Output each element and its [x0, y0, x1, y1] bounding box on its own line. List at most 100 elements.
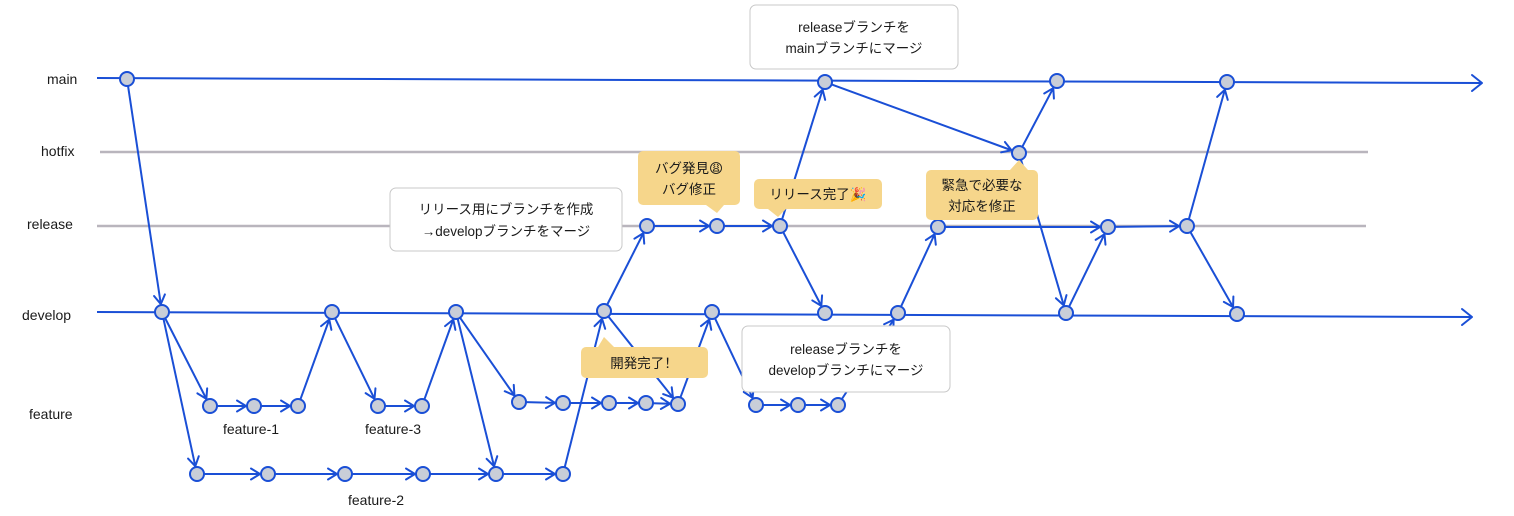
commit-node-h1: [1011, 145, 1027, 161]
commit-node-d7: [890, 305, 906, 321]
branch-label-feature-1: feature-1: [223, 421, 279, 437]
edge-d1-f1: [162, 318, 200, 468]
edge-r1-r2: [654, 219, 710, 233]
edge-h1-m3: [1021, 87, 1055, 148]
commit-node-f1: [189, 466, 205, 482]
commit-node-r1: [639, 218, 655, 234]
callout-release-to-main-line-2: mainブランチにマージ: [786, 40, 923, 56]
callout-dev-done-line-1: 開発完了！: [610, 356, 678, 371]
callout-emergency-line-1: 緊急で必要な: [942, 178, 1023, 193]
commit-node-c4: [638, 395, 654, 411]
commit-node-e1: [748, 397, 764, 413]
edge-a2-a3: [261, 399, 291, 413]
edge-r6-d9: [1189, 231, 1235, 309]
commit-edges: [127, 83, 1235, 481]
edge-c3-c4: [616, 396, 639, 410]
edge-f1-f2: [204, 467, 261, 481]
callout-bug-fix-line-2: バグ修正: [662, 182, 716, 197]
edge-d3-c1: [459, 317, 516, 397]
commit-nodes: [119, 71, 1245, 482]
commit-node-m4: [1219, 74, 1235, 90]
callout-release-to-develop-line-1: releaseブランチを: [790, 341, 902, 357]
commit-node-r5: [1100, 219, 1116, 235]
edge-a3-d2: [299, 318, 333, 400]
callout-release-done: リリース完了🎉: [754, 179, 882, 217]
edge-c4-c5: [652, 396, 672, 410]
main-lane-arrowhead: [1471, 74, 1483, 92]
edge-m2-h1: [831, 83, 1013, 154]
branch-label-feature-2: feature-2: [348, 492, 404, 508]
develop-lane-arrowhead: [1461, 308, 1473, 326]
callout-release-to-main: releaseブランチを mainブランチにマージ: [749, 4, 959, 70]
edge-d7-r4: [900, 233, 937, 308]
edge-a1-a2: [217, 399, 247, 413]
commit-node-m3: [1049, 73, 1065, 89]
callout-release-to-main-line-1: releaseブランチを: [798, 19, 910, 35]
callout-release-to-develop: releaseブランチを developブランチにマージ: [741, 325, 951, 393]
edge-e1-e2: [763, 398, 791, 412]
commit-node-c5: [670, 396, 686, 412]
commit-node-c1: [511, 394, 527, 410]
edge-d2-b1: [334, 317, 377, 400]
edge-r2-r3: [724, 219, 773, 233]
main-lane-line: [96, 77, 1483, 84]
commit-node-b2: [414, 398, 430, 414]
commit-node-d5: [704, 304, 720, 320]
commit-node-f6: [555, 466, 571, 482]
commit-node-a1: [202, 398, 218, 414]
commit-node-d2: [324, 304, 340, 320]
commit-node-r2: [709, 218, 725, 234]
commit-node-m1: [119, 71, 135, 87]
branch-label-feature-3: feature-3: [365, 421, 421, 437]
callout-bug-fix: バグ発見😩 バグ修正: [638, 151, 740, 213]
commit-node-a2: [246, 398, 262, 414]
edge-d3-f5: [456, 318, 499, 468]
commit-node-d1: [154, 304, 170, 320]
commit-node-b1: [370, 398, 386, 414]
commit-node-e2: [790, 397, 806, 413]
callout-dev-done: 開発完了！: [581, 337, 708, 378]
commit-node-e3: [830, 397, 846, 413]
edge-f4-f5: [430, 467, 489, 481]
callout-release-done-line-1: リリース完了🎉: [769, 186, 866, 203]
callout-release-branch-create-line-2: →developブランチをマージ: [422, 223, 591, 239]
commit-node-d4: [596, 303, 612, 319]
edge-f5-f6: [503, 467, 556, 481]
callout-release-branch-create-line-1: リリース用にブランチを作成: [419, 201, 594, 217]
callout-release-branch-create: リリース用にブランチを作成 →developブランチをマージ: [389, 187, 623, 252]
callout-bug-fix-line-1: バグ発見😩: [655, 161, 723, 176]
commit-node-c3: [601, 395, 617, 411]
commit-node-f5: [488, 466, 504, 482]
edge-r5-r6: [1114, 219, 1181, 233]
edge-c2-c3: [570, 396, 602, 410]
commit-node-r6: [1179, 218, 1195, 234]
lane-label-hotfix: hotfix: [41, 143, 74, 159]
edge-b2-d3: [423, 318, 457, 400]
lane-label-develop: develop: [22, 307, 71, 323]
edge-r4-r5: [945, 220, 1101, 234]
commit-node-d9: [1229, 306, 1245, 322]
edge-c1-c2: [525, 396, 557, 410]
commit-node-a3: [290, 398, 306, 414]
callout-release-to-develop-line-2: developブランチにマージ: [768, 362, 923, 378]
commit-node-f3: [337, 466, 353, 482]
commit-node-d3: [448, 304, 464, 320]
commit-node-d8: [1058, 305, 1074, 321]
edge-f3-f4: [352, 467, 416, 481]
commit-node-c2: [555, 395, 571, 411]
edge-e2-e3: [805, 398, 831, 412]
lane-label-release: release: [27, 216, 73, 232]
commit-node-f2: [260, 466, 276, 482]
edge-d1-a1: [164, 317, 209, 400]
lane-label-main: main: [47, 71, 77, 87]
develop-lane-line: [96, 311, 1473, 318]
edge-m1-d1: [127, 85, 166, 306]
commit-node-m2: [817, 74, 833, 90]
callout-emergency: 緊急で必要な 対応を修正: [926, 160, 1038, 220]
commit-node-r3: [772, 218, 788, 234]
edge-r3-d6: [782, 231, 824, 307]
edge-f6-d4: [563, 317, 607, 468]
commit-node-d6: [817, 305, 833, 321]
callout-emergency-line-2: 対応を修正: [948, 199, 1016, 214]
